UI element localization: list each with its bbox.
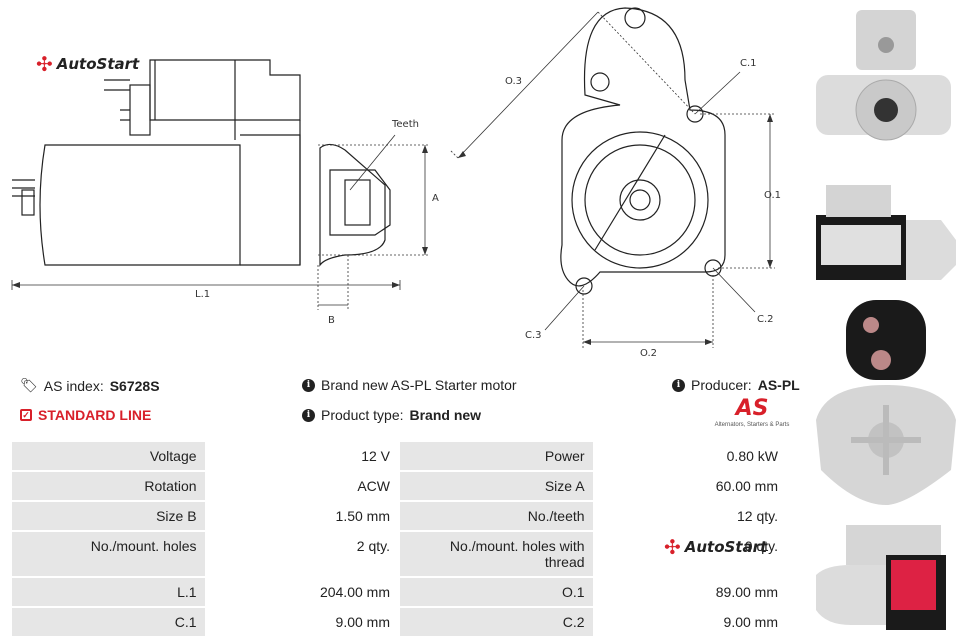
product-description: i Brand new AS-PL Starter motor xyxy=(302,377,517,393)
spec-value: 0.80 kW xyxy=(593,440,789,472)
product-photo-1 xyxy=(816,10,951,141)
as-index-label: AS index: xyxy=(43,377,104,394)
producer: i Producer: AS-PL xyxy=(672,377,800,393)
spec-value: 9.00 mm xyxy=(205,606,401,638)
info-icon: i xyxy=(302,378,315,392)
spec-label: Rotation xyxy=(10,470,207,502)
label-length-l1: L.1 xyxy=(195,289,211,300)
side-view-drawing xyxy=(11,59,430,310)
as-logo-text: AS xyxy=(735,396,769,421)
info-icon: i xyxy=(302,408,315,422)
standard-line: ✓ STANDARD LINE xyxy=(20,407,151,423)
producer-label: Producer: xyxy=(691,377,752,393)
label-c3: C.3 xyxy=(525,330,542,341)
spec-label: C.1 xyxy=(10,606,207,638)
label-o2: O.2 xyxy=(640,348,658,359)
brand-name: AutoStart xyxy=(56,55,140,73)
front-view-drawing xyxy=(450,7,775,348)
spec-value: 12 V xyxy=(205,440,401,472)
product-photo-4 xyxy=(816,525,946,630)
watermark-logo: ✣ AutoStart xyxy=(664,535,767,559)
spec-label: Size B xyxy=(10,500,207,532)
as-pl-logo: AS Alternators, Starters & Parts xyxy=(712,396,792,429)
label-c2: C.2 xyxy=(757,314,774,325)
spec-value: ACW xyxy=(205,470,401,502)
standard-line-text: STANDARD LINE xyxy=(38,407,152,423)
label-c1: C.1 xyxy=(740,58,757,69)
brand-logo: ✣ AutoStart xyxy=(36,52,139,76)
checkbox-icon: ✓ xyxy=(20,409,32,421)
spec-label: C.2 xyxy=(398,606,595,638)
as-logo-subtitle: Alternators, Starters & Parts xyxy=(714,422,790,428)
spec-label: Power xyxy=(398,440,595,472)
spec-value: 204.00 mm xyxy=(205,576,401,608)
spec-label: O.1 xyxy=(398,576,595,608)
product-type: i Product type: Brand new xyxy=(302,407,481,423)
product-photo-3 xyxy=(816,300,956,505)
label-o3: O.3 xyxy=(505,76,523,87)
label-o1: O.1 xyxy=(764,190,782,201)
spec-value: 0 qty. xyxy=(593,530,789,578)
spec-value: 2 qty. xyxy=(205,530,401,578)
spec-label: No./teeth xyxy=(398,500,595,532)
spec-value: 1.50 mm xyxy=(205,500,401,532)
spec-label: No./mount. holes with thread xyxy=(398,530,595,578)
spec-label: No./mount. holes xyxy=(10,530,207,578)
tag-icon: 🏷 xyxy=(20,377,38,393)
spec-label: L.1 xyxy=(10,576,207,608)
as-index: 🏷 AS index: S6728S xyxy=(20,377,160,394)
watermark-brand-name: AutoStart xyxy=(684,538,768,556)
description-text: Brand new AS-PL Starter motor xyxy=(321,377,517,393)
label-size-a: A xyxy=(432,193,439,204)
as-index-value: S6728S xyxy=(109,377,160,394)
producer-value: AS-PL xyxy=(757,377,800,393)
product-type-value: Brand new xyxy=(409,407,482,423)
label-teeth: Teeth xyxy=(392,119,419,130)
product-type-label: Product type: xyxy=(321,407,404,423)
spec-label: Size A xyxy=(398,470,595,502)
spec-value: 9.00 mm xyxy=(593,606,789,638)
spec-label: Voltage xyxy=(10,440,207,472)
info-icon: i xyxy=(672,378,685,392)
spec-value: 12 qty. xyxy=(593,500,789,532)
product-photo-2 xyxy=(816,185,956,280)
spec-value: 89.00 mm xyxy=(593,576,789,608)
spec-value: 60.00 mm xyxy=(593,470,789,502)
label-size-b: B xyxy=(328,315,335,326)
brand-mark-icon: ✣ xyxy=(36,52,53,76)
brand-mark-icon: ✣ xyxy=(664,535,681,559)
